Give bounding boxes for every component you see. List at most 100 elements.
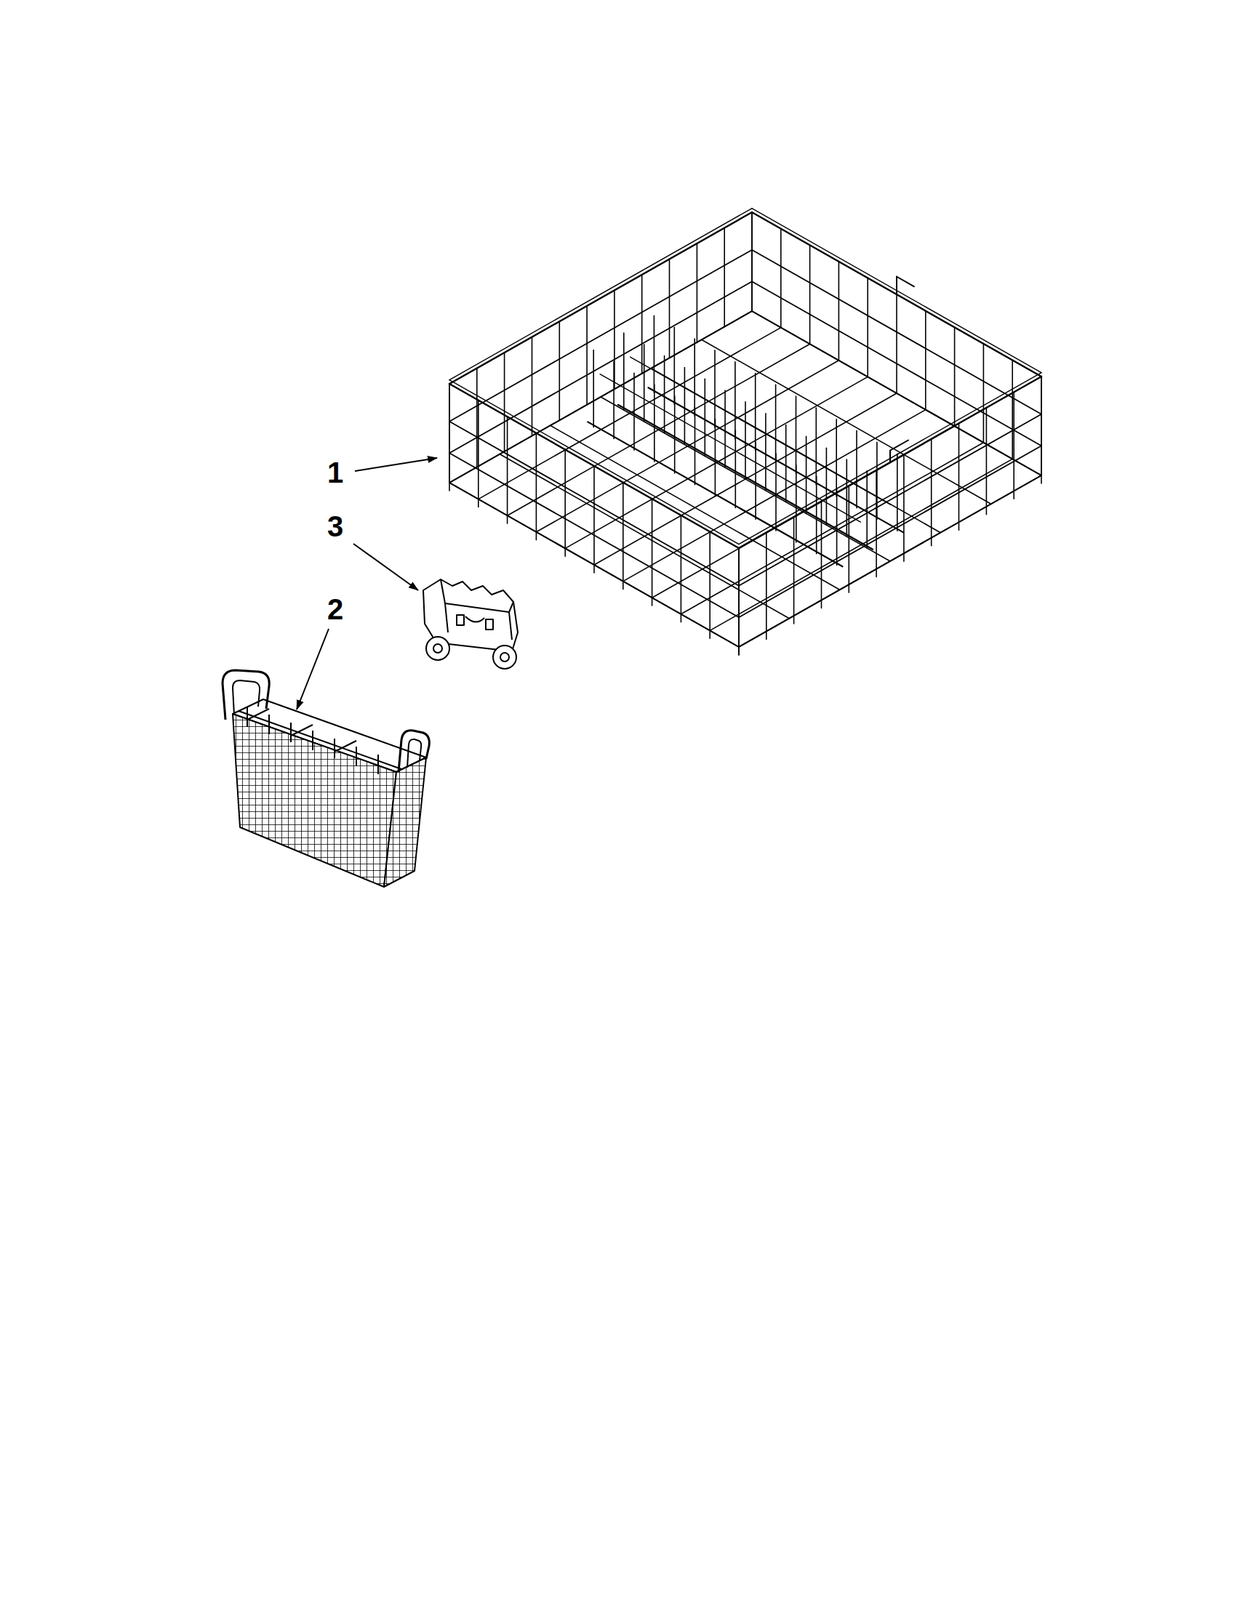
callout-number: 3 xyxy=(327,511,344,542)
rack-wire xyxy=(653,384,656,462)
rack-wire xyxy=(866,471,868,549)
rack-wire xyxy=(535,433,538,541)
rack-wire xyxy=(449,281,752,454)
rack-wire xyxy=(709,531,711,639)
rack-wire xyxy=(564,449,566,557)
silverware-basket xyxy=(222,670,430,888)
rack-wire xyxy=(836,487,838,566)
leader-line xyxy=(353,543,419,591)
rack-wire xyxy=(449,311,752,483)
rack-wire xyxy=(890,440,909,451)
rack-wire xyxy=(693,338,696,416)
rack-wire xyxy=(838,261,840,361)
rack-wire xyxy=(558,321,560,421)
rack-wire xyxy=(738,445,1042,618)
rack-wire xyxy=(793,517,795,624)
rack-wire xyxy=(734,430,736,508)
rack-wire xyxy=(1040,376,1043,484)
rack-wire xyxy=(734,362,736,440)
rack-wire xyxy=(835,419,838,497)
rack-wire xyxy=(703,378,706,456)
rack-wire xyxy=(738,548,740,656)
rack-wire xyxy=(593,466,595,574)
rack-wire xyxy=(855,431,858,509)
rack-wire xyxy=(958,423,960,531)
callout-number: 2 xyxy=(327,594,344,624)
rack-wire xyxy=(694,407,696,486)
rack-wire xyxy=(846,459,848,537)
rack-wire xyxy=(696,243,699,343)
rack-wire xyxy=(653,315,656,393)
callout-number: 1 xyxy=(327,458,344,488)
rack-wire xyxy=(643,344,646,422)
rack-wire xyxy=(594,393,897,566)
rack-wire xyxy=(896,453,899,531)
rack-wire xyxy=(895,294,898,394)
rack-wire xyxy=(714,350,716,428)
rack-wire xyxy=(815,407,818,486)
rack-wire xyxy=(744,402,747,480)
rack-wire xyxy=(815,477,818,555)
rack-wire xyxy=(1011,359,1014,459)
rack-wire xyxy=(674,396,676,474)
rack-wire xyxy=(986,407,988,515)
rack-wire xyxy=(751,250,1042,415)
rack-wire xyxy=(925,311,927,411)
rack-wire xyxy=(723,228,726,328)
rack-wire xyxy=(754,442,757,520)
rack-wire xyxy=(449,250,752,422)
rack-wire xyxy=(795,396,798,474)
leader-line xyxy=(296,629,329,710)
rack-wire xyxy=(618,405,873,550)
rack-wire xyxy=(896,277,915,288)
rack-wire xyxy=(775,453,777,531)
rack-wire xyxy=(876,442,878,520)
rack-wire xyxy=(754,373,757,451)
rack-wire xyxy=(714,419,717,497)
rack-wire xyxy=(633,373,635,451)
rack-wire xyxy=(866,277,869,377)
rack-wire xyxy=(448,383,451,491)
rack-wire xyxy=(531,337,534,437)
rack-wire xyxy=(506,416,509,524)
rack-wire xyxy=(1013,392,1015,500)
rack-wire xyxy=(622,482,624,590)
rack-roller xyxy=(423,579,518,670)
rack-wire xyxy=(448,383,451,483)
rack-wire xyxy=(663,356,666,434)
rack-wire xyxy=(613,361,615,439)
rack-wire xyxy=(724,390,726,468)
rack-wire xyxy=(630,357,891,505)
rack-wire xyxy=(503,352,506,452)
rack-wire xyxy=(751,212,753,312)
rack-wire xyxy=(765,413,767,491)
rack-wire xyxy=(641,274,643,374)
rack-wire xyxy=(648,387,904,533)
rack-wire xyxy=(775,384,777,462)
rack-wire xyxy=(586,306,588,406)
rack-wire xyxy=(738,376,1042,549)
rack-wire xyxy=(795,465,798,543)
rack-wire xyxy=(477,400,480,508)
rack-wire xyxy=(930,439,933,547)
rack-wire xyxy=(765,533,768,640)
rack-wire xyxy=(826,447,828,526)
rack-wire xyxy=(476,368,478,468)
rack-wire xyxy=(895,277,898,296)
rack-wire xyxy=(954,327,956,427)
rack-wire xyxy=(684,367,686,446)
rack-wire xyxy=(983,343,985,443)
rack-wire xyxy=(889,450,891,463)
rack-wire xyxy=(809,245,811,344)
rack-wire xyxy=(599,374,861,523)
rack-wire xyxy=(903,454,905,562)
rack-wire xyxy=(592,350,595,428)
rack-wire xyxy=(751,212,753,312)
rack-wire xyxy=(669,258,671,358)
rack-wire xyxy=(738,475,1042,648)
lower-rack xyxy=(449,208,1042,656)
rack-wire xyxy=(738,548,740,656)
rack-wire xyxy=(738,373,1042,545)
rack-wire xyxy=(623,333,625,411)
